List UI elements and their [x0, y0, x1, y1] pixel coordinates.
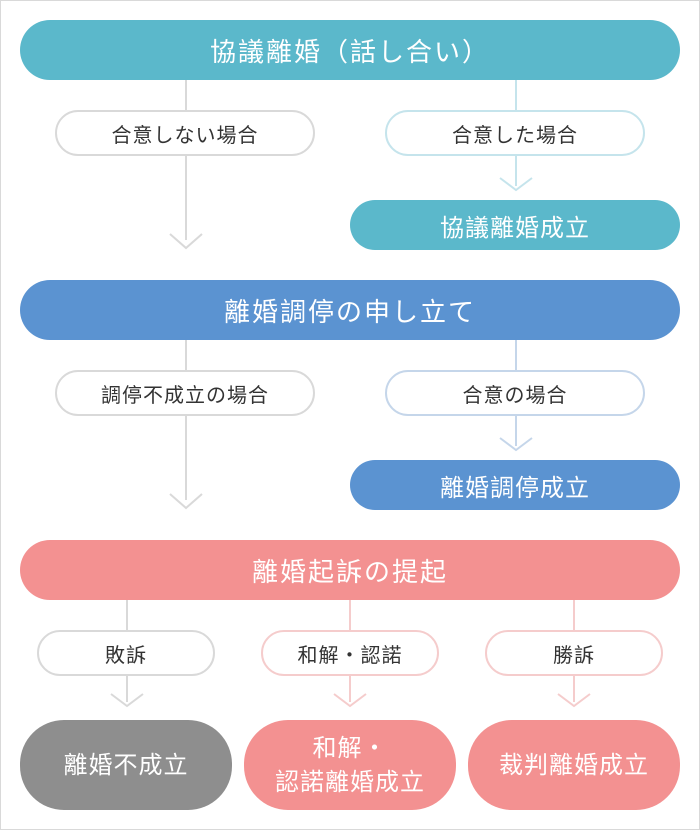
result-saiban-seiritsu: 裁判離婚成立: [468, 720, 680, 810]
result-kyogi-seiritsu: 協議離婚成立: [350, 200, 680, 250]
result-label: 裁判離婚成立: [499, 751, 649, 779]
branch-goi: 合意の場合: [385, 370, 645, 416]
step-rikon-chotei: 離婚調停の申し立て: [20, 280, 680, 340]
result-rikon-fuseiritsu: 離婚不成立: [20, 720, 232, 810]
connector-line: [515, 80, 517, 110]
connector-line: [126, 676, 128, 702]
connector-line: [185, 156, 187, 240]
connector-line: [185, 340, 187, 370]
branch-label: 合意した場合: [452, 122, 578, 147]
chevron-down-icon: [499, 437, 533, 452]
branch-shoso: 勝訴: [485, 630, 663, 676]
result-wakai-ninaku-seiritsu: 和解・ 認諾離婚成立: [244, 720, 456, 810]
branch-not-agreed: 合意しない場合: [55, 110, 315, 156]
step-title: 協議離婚（話し合い）: [209, 37, 490, 68]
connector-line: [515, 416, 517, 446]
branch-chotei-fuseiritsu: 調停不成立の場合: [55, 370, 315, 416]
connector-line: [573, 600, 575, 630]
connector-line: [515, 340, 517, 370]
step-rikon-kiso: 離婚起訴の提起: [20, 540, 680, 600]
branch-haiso: 敗訴: [37, 630, 215, 676]
branch-label: 合意しない場合: [111, 122, 259, 147]
result-label: 離婚調停成立: [440, 473, 590, 502]
connector-line: [515, 156, 517, 186]
chevron-down-icon: [110, 693, 144, 708]
connector-line: [349, 600, 351, 630]
connector-line: [185, 416, 187, 500]
connector-line: [349, 676, 351, 702]
step-title: 離婚調停の申し立て: [223, 297, 476, 328]
step-kyogi-rikon: 協議離婚（話し合い）: [20, 20, 680, 80]
chevron-down-icon: [333, 693, 367, 708]
branch-label: 勝訴: [553, 642, 595, 667]
connector-line: [126, 600, 128, 630]
result-label-line2: 認諾離婚成立: [275, 768, 425, 796]
chevron-down-icon: [169, 493, 203, 510]
branch-label: 和解・認諾: [297, 642, 403, 667]
result-label-line1: 和解・: [312, 734, 388, 762]
branch-label: 敗訴: [105, 642, 147, 667]
branch-agreed: 合意した場合: [385, 110, 645, 156]
connector-line: [573, 676, 575, 702]
result-label: 離婚不成立: [63, 751, 189, 779]
connector-line: [185, 80, 187, 110]
chevron-down-icon: [557, 693, 591, 708]
chevron-down-icon: [499, 177, 533, 192]
branch-wakai-ninaku: 和解・認諾: [261, 630, 439, 676]
chevron-down-icon: [169, 233, 203, 250]
branch-label: 合意の場合: [462, 382, 568, 407]
result-chotei-seiritsu: 離婚調停成立: [350, 460, 680, 510]
result-label: 協議離婚成立: [440, 213, 590, 242]
branch-label: 調停不成立の場合: [101, 382, 269, 407]
step-title: 離婚起訴の提起: [251, 557, 448, 588]
